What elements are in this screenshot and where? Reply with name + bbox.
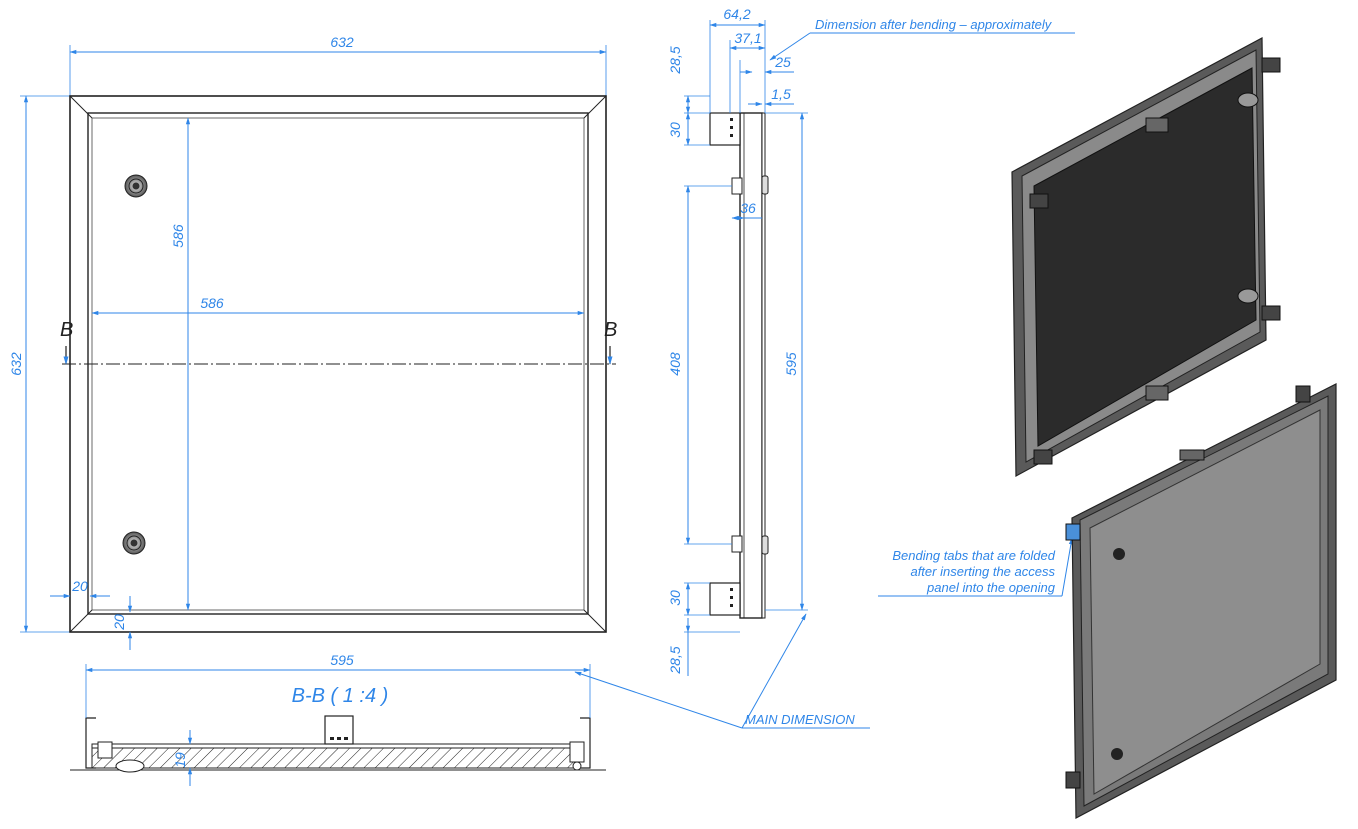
- note-bending: Dimension after bending – approximately: [815, 17, 1053, 32]
- dim-bottom-tab: 30: [667, 590, 683, 606]
- dim-main-height: 595: [783, 352, 799, 376]
- dim-inner-width: 586: [200, 295, 224, 311]
- dim-inner-height: 586: [170, 224, 186, 248]
- note-tabs-line3: panel into the opening: [926, 580, 1056, 595]
- note-main-dimension: MAIN DIMENSION: [745, 712, 855, 727]
- dim-margin-bottom: 20: [111, 614, 127, 631]
- lock-top: [124, 174, 148, 198]
- dim-bottom-offset: 28,5: [667, 646, 683, 674]
- dim-overall-height: 632: [8, 352, 24, 376]
- notes: Dimension after bending – approximately …: [574, 17, 1075, 729]
- dim-hinge-offset: 36: [740, 200, 756, 216]
- note-tabs-line2: after inserting the access: [910, 564, 1055, 579]
- dim-overall-width: 632: [330, 34, 354, 50]
- dim-depth-total: 64,2: [723, 6, 750, 22]
- dim-section-width: 595: [330, 652, 354, 668]
- lock-bottom: [122, 531, 146, 555]
- side-view: 64,2 37,1 25 1,5 28,5 30 36 408 595 30 2…: [667, 6, 808, 676]
- section-mark-left: B: [60, 319, 73, 341]
- dim-top-offset: 28,5: [667, 46, 683, 74]
- section-title: B-B ( 1 :4 ): [292, 685, 389, 707]
- front-view: B B 632 632 586 586 20 20: [8, 34, 617, 650]
- dim-section-depth: 19: [172, 752, 188, 768]
- note-tabs-line1: Bending tabs that are folded: [892, 548, 1055, 563]
- dim-margin-left: 20: [71, 578, 88, 594]
- dim-thickness: 1,5: [771, 86, 791, 102]
- dim-depth-small: 25: [774, 54, 791, 70]
- dim-depth-mid: 37,1: [734, 30, 761, 46]
- dim-hinge-span: 408: [667, 352, 683, 376]
- section-mark-right: B: [604, 319, 617, 341]
- iso-front-view: [1065, 383, 1337, 819]
- dim-top-tab: 30: [667, 122, 683, 138]
- iso-rear-view: [1011, 37, 1281, 478]
- section-view: 595 19 B-B ( 1 :4 ): [70, 652, 606, 786]
